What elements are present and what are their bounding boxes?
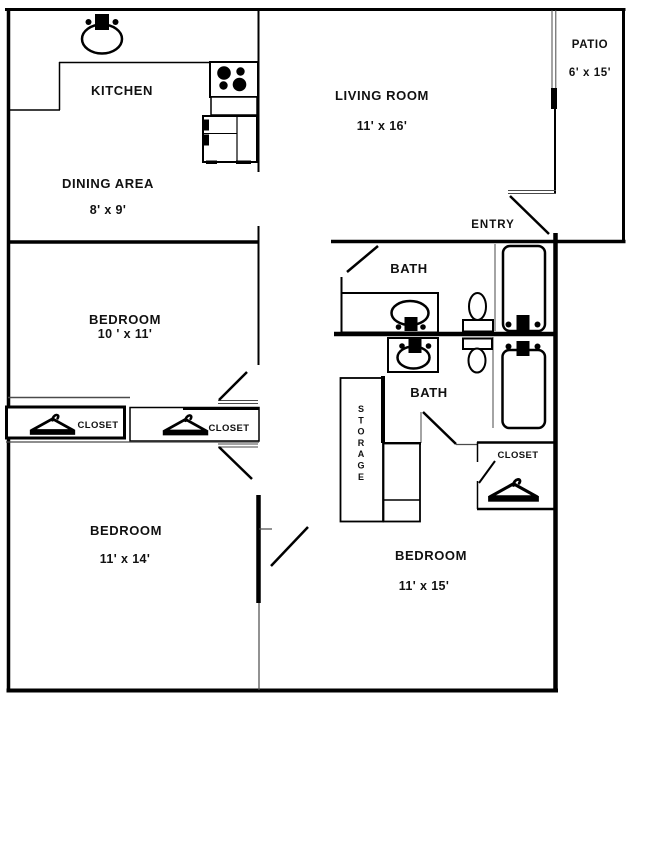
- room-label-living: LIVING ROOM: [335, 88, 429, 103]
- svg-text:A: A: [358, 449, 365, 459]
- room-dims-dining: 8' x 9': [90, 203, 127, 217]
- room-dims-living: 11' x 16': [357, 119, 408, 133]
- room-label-bedroom2: BEDROOM: [90, 523, 162, 538]
- bath-lower-area: BATH: [383, 337, 547, 446]
- kitchen-cabinet: [210, 96, 258, 116]
- room-dims-bedroom3: 11' x 15': [399, 579, 450, 593]
- room-label-kitchen: KITCHEN: [91, 83, 153, 98]
- room-label-entry: ENTRY: [471, 219, 515, 231]
- stove-icon: [209, 61, 259, 98]
- cabinet: [382, 442, 421, 523]
- svg-text:T: T: [358, 415, 364, 425]
- closet-left-label: CLOSET: [78, 420, 119, 431]
- closet-right-door-swing: [478, 460, 496, 484]
- room-label-patio: PATIO: [572, 39, 608, 51]
- svg-text:R: R: [358, 438, 365, 448]
- room-dims-patio: 6' x 15': [569, 67, 611, 79]
- bedroom1-area: BEDROOM 10 ' x 11' CLOSET CLOSET: [5, 312, 260, 480]
- storage-area: S T O R A G E: [339, 376, 421, 523]
- sliding-door-panel: [551, 88, 557, 109]
- bath-upper-door-swing: [346, 245, 379, 273]
- svg-text:S: S: [358, 404, 364, 414]
- bedroom2-door-swing: [218, 446, 253, 480]
- room-dims-bedroom2: 11' x 14': [100, 552, 151, 566]
- room-label-bedroom3: BEDROOM: [395, 548, 467, 563]
- sink-lower-icon: [396, 339, 432, 370]
- bedroom1-door-swing: [218, 371, 248, 401]
- room-dims-bedroom1: 10 ' x 11': [98, 327, 152, 341]
- outer-walls: [5, 8, 626, 693]
- room-label-bedroom1: BEDROOM: [89, 312, 161, 327]
- sink-upper-icon: [390, 299, 430, 331]
- closet-right-label: CLOSET: [498, 450, 539, 461]
- bathtub-upper-icon: [501, 244, 547, 333]
- interior-walls: [7, 9, 626, 690]
- toilet-upper-icon: [462, 292, 494, 333]
- room-label-bath-upper: BATH: [390, 261, 428, 276]
- room-label-bath-lower: BATH: [410, 385, 448, 400]
- storage-label: S T O R A G E: [357, 404, 364, 482]
- bath-lower-door-swing: [422, 411, 457, 445]
- entry-door-swing: [509, 195, 550, 235]
- bedroom3-area: CLOSET BEDROOM 11' x 15': [270, 441, 556, 593]
- kitchen-sink-icon: [80, 14, 124, 55]
- toilet-lower-icon: [462, 337, 493, 374]
- bedroom2-area: BEDROOM 11' x 14': [90, 523, 162, 566]
- bedroom3-door-swing: [270, 526, 309, 567]
- dining-area: DINING AREA 8' x 9': [62, 176, 154, 217]
- closet-middle-label: CLOSET: [209, 423, 250, 434]
- bathtub-lower-icon: [501, 341, 547, 430]
- svg-text:O: O: [357, 427, 364, 437]
- kitchen-area: KITCHEN: [7, 14, 259, 164]
- living-patio-entry: LIVING ROOM 11' x 16' PATIO 6' x 15' ENT…: [335, 10, 611, 235]
- refrigerator-icon: [202, 115, 258, 164]
- svg-text:G: G: [357, 461, 364, 471]
- bath-upper-area: BATH: [340, 244, 547, 334]
- svg-text:E: E: [358, 472, 364, 482]
- hanger-icon: [486, 477, 541, 503]
- room-label-dining: DINING AREA: [62, 176, 154, 191]
